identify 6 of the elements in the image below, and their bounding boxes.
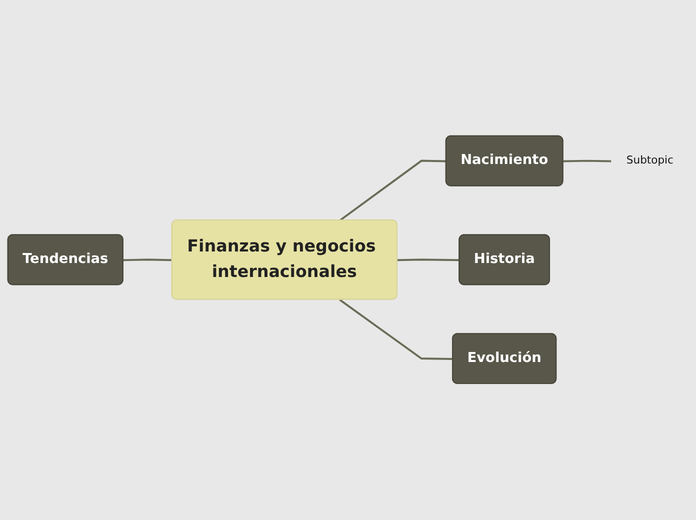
connector <box>563 160 612 163</box>
node-text: Subtopic <box>626 154 674 167</box>
connector <box>339 299 454 360</box>
connector <box>339 160 446 222</box>
connector <box>397 259 460 262</box>
connector <box>123 259 172 262</box>
